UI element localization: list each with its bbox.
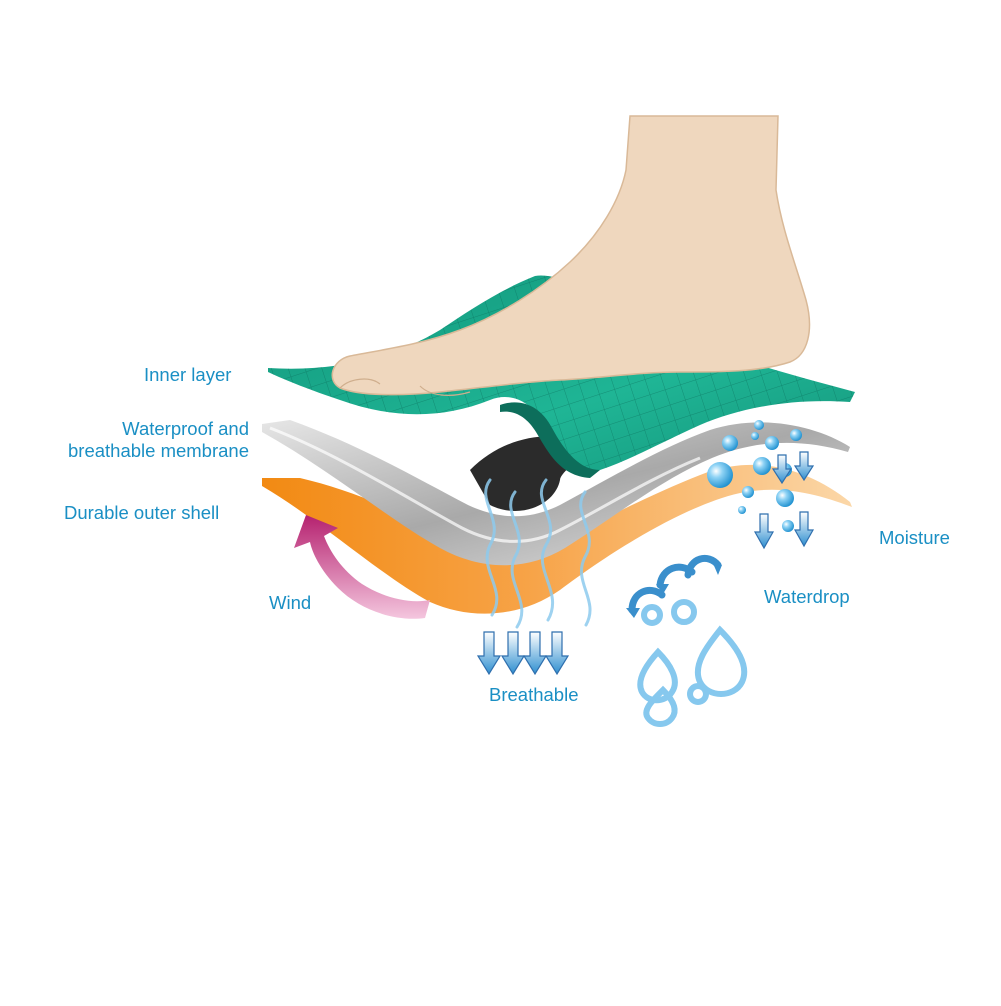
outer-shell-layer — [262, 464, 852, 614]
wind-label: Wind — [269, 592, 312, 613]
waterdrop-label: Waterdrop — [764, 586, 850, 607]
airflow-wave-icon — [484, 478, 592, 629]
membrane-label-line1: Waterproof and — [122, 418, 249, 439]
inner-layer-label: Inner layer — [144, 364, 232, 385]
moisture-label: Moisture — [879, 527, 950, 548]
moisture-arrow-icon — [753, 451, 815, 550]
wind-arrow-icon — [294, 515, 430, 619]
breathable-label: Breathable — [489, 684, 579, 705]
waterdrop-icon — [637, 599, 748, 727]
outer-shell-label: Durable outer shell — [64, 502, 220, 523]
breathable-arrow-icon — [476, 631, 570, 676]
bubble-icon — [707, 420, 802, 532]
membrane-label-line2: breathable membrane — [68, 440, 249, 461]
splash-arc-icon — [628, 554, 722, 614]
foot-icon — [331, 115, 811, 396]
